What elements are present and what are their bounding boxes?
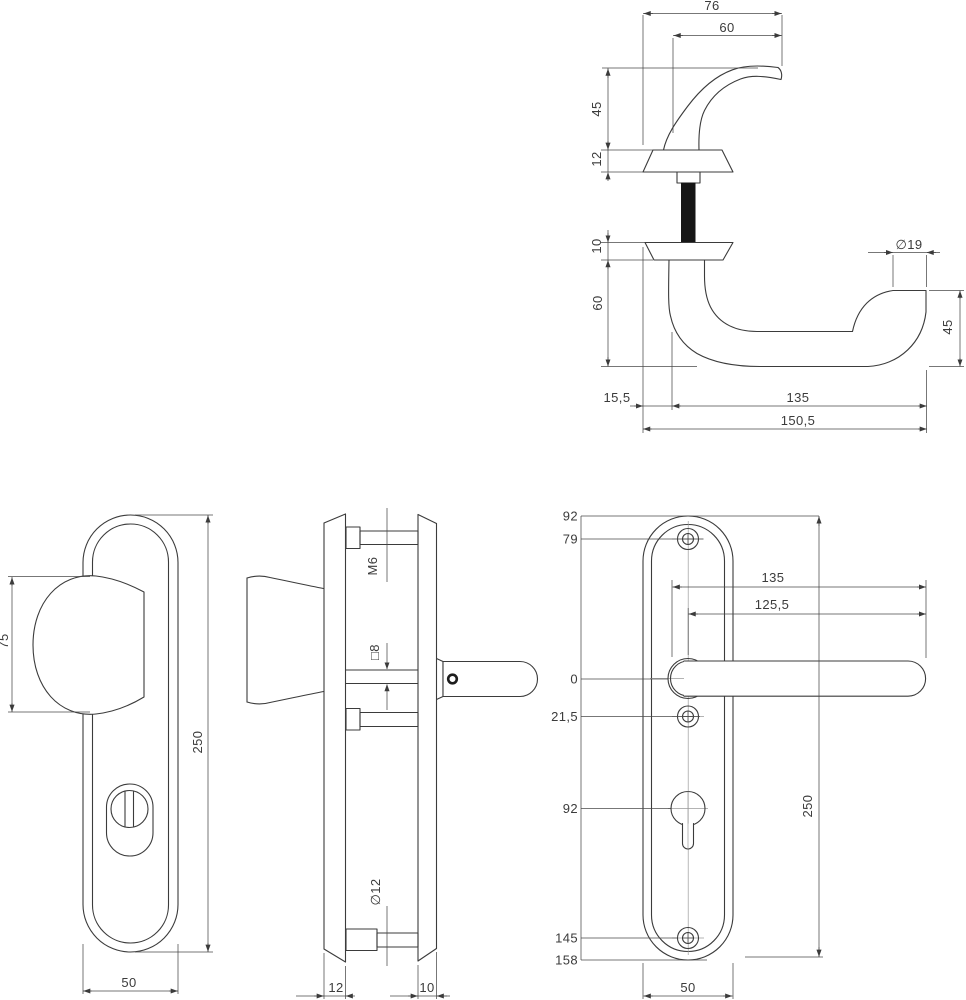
dim-total-width: 76 xyxy=(704,0,719,13)
ordinate-leaders xyxy=(580,515,819,961)
dim-grip-diameter: ∅19 xyxy=(896,237,923,252)
dim-grip-width: 60 xyxy=(719,20,734,35)
dim-plate-top: 92 xyxy=(563,509,578,524)
dim-interior-plate-thickness: 10 xyxy=(419,980,434,995)
dim-top-screw-pos: 79 xyxy=(563,532,578,547)
dim-top-screw: M6 xyxy=(365,557,380,576)
dim-total-length: 150,5 xyxy=(781,413,816,428)
spindle-neck xyxy=(676,171,701,184)
dim-return-height: 45 xyxy=(940,319,955,334)
grub-screw xyxy=(446,673,459,685)
euro-cylinder-hole xyxy=(670,790,706,850)
lever-top-view xyxy=(668,259,927,368)
dim-lever-height: 45 xyxy=(589,101,604,116)
lever-profile xyxy=(435,657,539,701)
lever-side-view xyxy=(662,65,783,151)
dim-int-grip-center-length: 125,5 xyxy=(755,597,790,612)
dim-mid-screw-pos: 21,5 xyxy=(551,709,578,724)
plate-outer xyxy=(82,514,179,953)
dim-rosette-front-thickness: 12 xyxy=(589,151,604,166)
cylinder-guard-slot xyxy=(124,790,135,828)
view-handle-pair: 76 60 45 12 10 60 15,5 135 150,5 ∅19 45 xyxy=(589,0,964,433)
plate-inner xyxy=(91,523,170,944)
dim-bottom-screw-pos: 145 xyxy=(555,931,578,946)
top-fixing-screw xyxy=(345,526,419,550)
view-interior-plate: 92 79 0 21,5 92 145 158 135 125,5 250 50 xyxy=(551,509,927,999)
dim-rosette-back-thickness: 10 xyxy=(589,238,604,253)
dim-int-plate-width: 50 xyxy=(680,980,695,995)
dim-handle-depth: 60 xyxy=(590,295,605,310)
dimension-lines xyxy=(605,10,963,432)
front-rosette xyxy=(642,149,734,173)
dim-grip-length: 135 xyxy=(787,390,810,405)
back-rosette xyxy=(644,241,734,261)
dim-int-grip-length: 135 xyxy=(762,570,785,585)
square-spindle xyxy=(681,182,696,243)
interior-plate-section xyxy=(417,513,438,962)
middle-fixing-screw xyxy=(345,707,419,731)
view-exterior-plate: 75 250 50 xyxy=(0,514,213,994)
dim-cylinder-pos: 92 xyxy=(563,801,578,816)
dim-ext-plate-width: 50 xyxy=(121,975,136,990)
dim-bottom-screw: ∅12 xyxy=(368,879,383,906)
extension-lines xyxy=(601,15,964,433)
view-cross-section: M6 □8 ∅12 12 10 xyxy=(246,508,539,999)
dim-exterior-plate-thickness: 12 xyxy=(328,980,343,995)
lever-handle xyxy=(667,657,927,700)
dim-plate-bottom: 158 xyxy=(555,953,578,968)
dim-spindle: □8 xyxy=(367,644,382,660)
knob-front xyxy=(32,575,145,715)
dim-ext-plate-length: 250 xyxy=(190,731,205,754)
bottom-screw xyxy=(676,926,700,950)
cylinder-guard-oval xyxy=(105,783,154,857)
square-spindle-section xyxy=(344,669,419,685)
exterior-plate-section xyxy=(323,513,347,963)
bottom-fixing-screw xyxy=(345,928,419,952)
dim-knob-diameter: 75 xyxy=(0,633,11,648)
knob-profile xyxy=(246,575,325,705)
dim-handle-axis: 0 xyxy=(570,672,578,687)
cylinder-guard-core xyxy=(110,789,149,829)
dim-neck-offset: 15,5 xyxy=(604,390,631,405)
dim-int-plate-length: 250 xyxy=(800,795,815,818)
